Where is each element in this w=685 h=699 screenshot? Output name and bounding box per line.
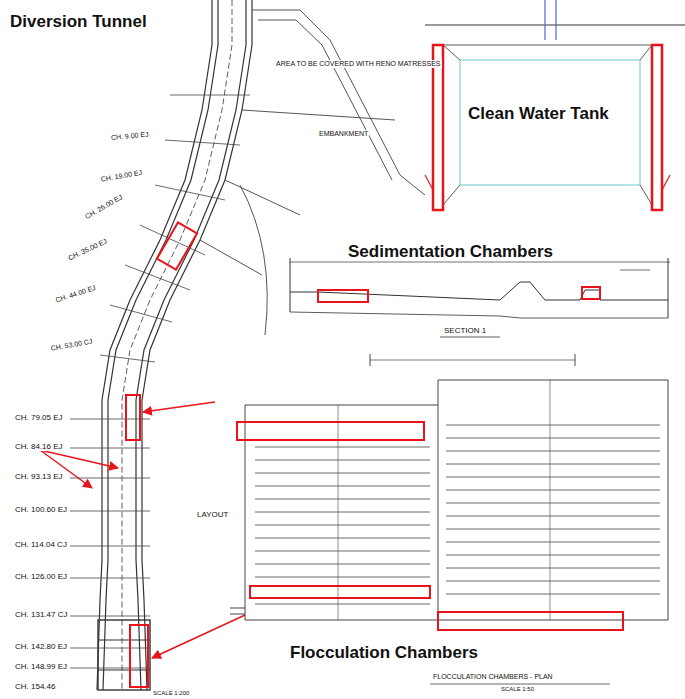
area-note: EMBANKMENT xyxy=(318,130,369,138)
panel-title: Diversion Tunnel xyxy=(10,12,147,32)
tank-drawing xyxy=(425,0,685,210)
tunnel-walls xyxy=(97,0,252,690)
chainage-label: CH. 44.00 EJ xyxy=(54,284,98,305)
chainage-label: CH. 148.99 EJ xyxy=(14,662,68,671)
chainage-label: CH. 79.05 EJ xyxy=(14,413,64,422)
section-label: SECTION 1 xyxy=(443,326,487,335)
chainage-label: CH. 114.04 CJ xyxy=(14,540,68,549)
chainage-label: CH. 131.47 CJ xyxy=(14,610,68,619)
chainage-label: CH. 126.00 EJ xyxy=(14,572,68,581)
chainage-label: CH. 100.60 EJ xyxy=(14,505,68,514)
chainage-label: CH. 154.46 xyxy=(14,682,56,691)
layout-note: LAYOUT xyxy=(196,510,229,519)
chainage-label: CH. 26.00 EJ xyxy=(83,193,125,222)
panel-title: Sedimentation Chambers xyxy=(348,242,553,262)
chainage-label: CH. 19.00 EJ xyxy=(99,168,143,184)
flocculation-plan xyxy=(230,354,668,684)
plan-title: FLOCCULATION CHAMBERS - PLAN xyxy=(432,673,554,681)
chainage-label: CH. 84.16 EJ xyxy=(14,442,64,451)
chainage-label: CH. 35.00 EJ xyxy=(66,237,109,263)
highlight-boxes xyxy=(126,222,197,687)
chainage-label: CH. 9.00 EJ xyxy=(110,131,150,142)
chainage-ticks xyxy=(70,95,250,668)
chainage-label: CH. 93.13 EJ xyxy=(14,472,64,481)
panel-title: Clean Water Tank xyxy=(468,104,609,124)
scale-note: SCALE 1:200 xyxy=(152,690,190,697)
chainage-label: CH. 142.80 EJ xyxy=(14,642,68,651)
scale-note: SCALE 1:50 xyxy=(500,686,535,693)
red-arrows xyxy=(40,402,245,658)
sedimentation-section xyxy=(290,258,670,337)
area-note: AREA TO BE COVERED WITH RENO MATRESSES xyxy=(275,60,442,68)
chainage-label: CH. 53.00 CJ xyxy=(49,337,94,353)
panel-title: Flocculation Chambers xyxy=(290,643,478,663)
embankment-outline xyxy=(200,10,425,335)
